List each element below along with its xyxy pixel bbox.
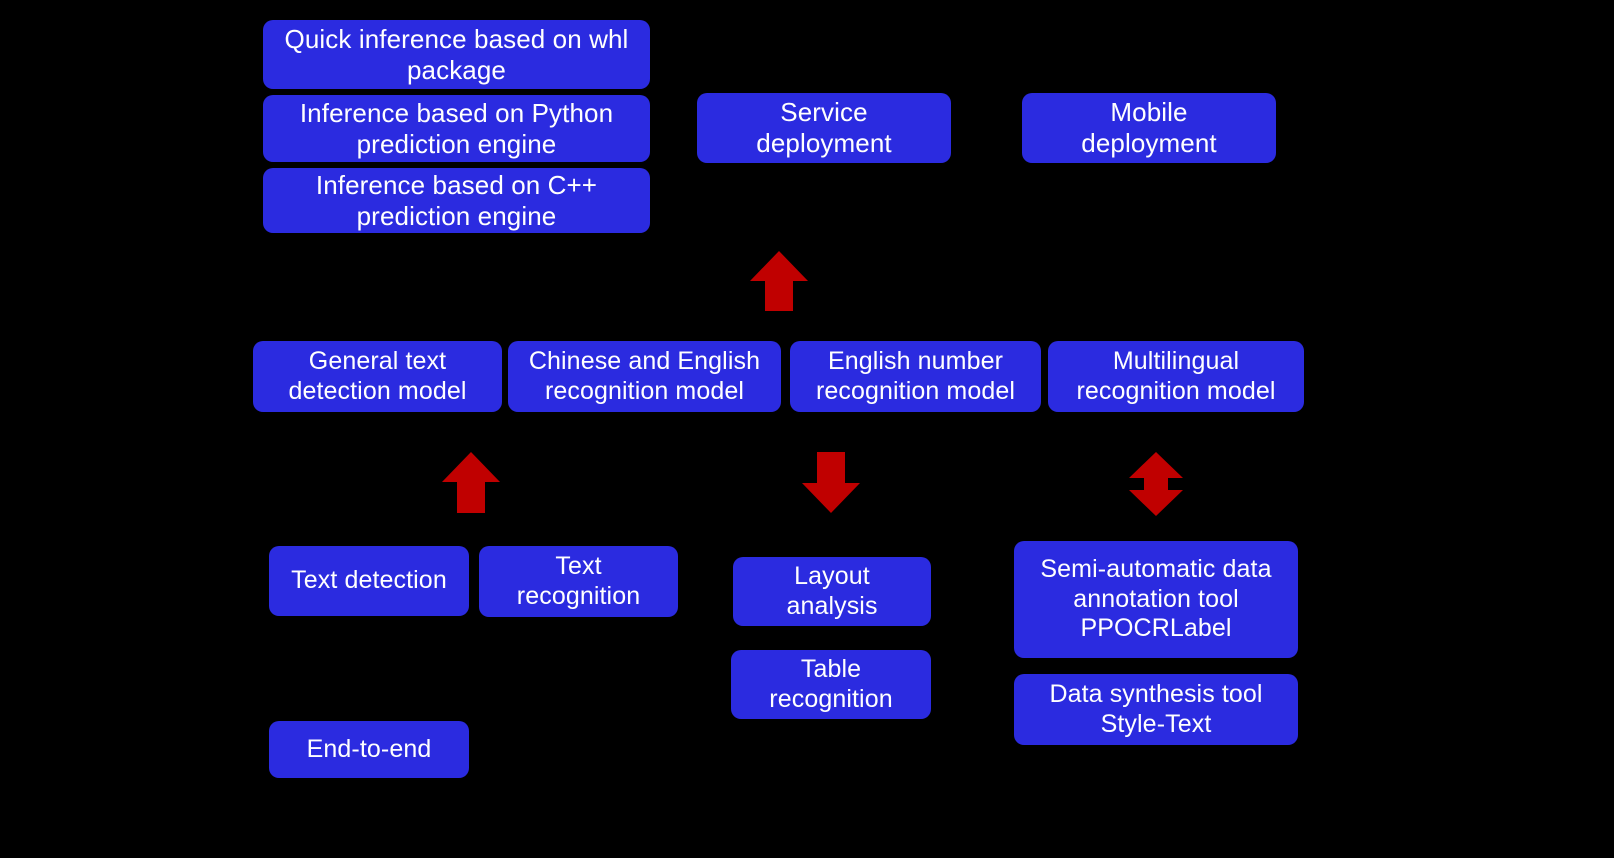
arrow-up-icon-models-to-deployment [750,251,808,311]
box-mobile-deployment[interactable]: Mobile deployment [1022,93,1276,163]
box-text-recognition[interactable]: Text recognition [479,546,678,617]
box-text-detection[interactable]: Text detection [269,546,469,616]
box-inference-cpp[interactable]: Inference based on C++ prediction engine [263,168,650,233]
arrow-up-icon-algorithms-to-models [442,452,500,513]
box-multilingual-recognition-model[interactable]: Multilingual recognition model [1048,341,1304,412]
arrow-down-icon-models-to-document [802,452,860,513]
box-english-number-recognition-model[interactable]: English number recognition model [790,341,1041,412]
box-chinese-english-recognition-model[interactable]: Chinese and English recognition model [508,341,781,412]
box-layout-analysis[interactable]: Layout analysis [733,557,931,626]
arrow-up-down-icon-models-tools [1129,452,1183,516]
box-end-to-end[interactable]: End-to-end [269,721,469,778]
box-service-deployment[interactable]: Service deployment [697,93,951,163]
box-style-text[interactable]: Data synthesis tool Style-Text [1014,674,1298,745]
box-table-recognition[interactable]: Table recognition [731,650,931,719]
box-ppocrlabel[interactable]: Semi-automatic data annotation tool PPOC… [1014,541,1298,658]
box-inference-python[interactable]: Inference based on Python prediction eng… [263,95,650,162]
box-quick-inference-whl[interactable]: Quick inference based on whl package [263,20,650,89]
box-general-text-detection-model[interactable]: General text detection model [253,341,502,412]
